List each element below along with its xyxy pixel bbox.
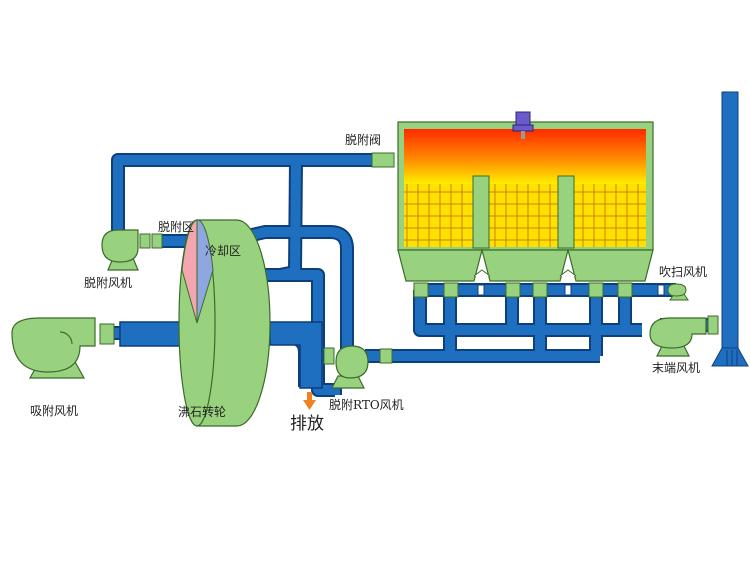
end-fan xyxy=(649,317,707,357)
desorb-fan xyxy=(101,229,139,271)
zeolite-rotor-label: 沸石转轮 xyxy=(178,404,226,419)
end-fan-label: 末端风机 xyxy=(652,361,700,375)
adsorb-fan-label: 吸附风机 xyxy=(30,404,78,418)
zeolite-rotor xyxy=(178,219,271,427)
cooling-zone-sector xyxy=(196,219,214,324)
purge-fan-label: 吹扫风机 xyxy=(659,265,707,279)
desorb-rto-fan-label: 脱附RTO风机 xyxy=(329,397,404,412)
cooling-zone-label: 冷却区 xyxy=(205,244,241,258)
chimney-stack xyxy=(711,91,749,367)
desorb-rto-fan xyxy=(331,345,369,389)
desorb-valve-icon xyxy=(371,152,395,168)
exhaust-label: 排放 xyxy=(290,414,324,434)
adsorb-fan xyxy=(11,317,96,379)
purge-fan xyxy=(667,283,689,301)
desorb-zone-sector xyxy=(181,219,198,324)
exhaust-arrow xyxy=(303,392,316,410)
check-valves xyxy=(477,284,665,296)
desorb-valve-label: 脱附阀 xyxy=(345,132,381,147)
valve-flanges xyxy=(99,152,719,365)
desorb-fan-label: 脱附风机 xyxy=(84,275,132,290)
desorb-zone-label: 脱附区 xyxy=(158,219,194,234)
rto-furnace xyxy=(397,121,654,282)
burner-icon xyxy=(512,111,534,146)
